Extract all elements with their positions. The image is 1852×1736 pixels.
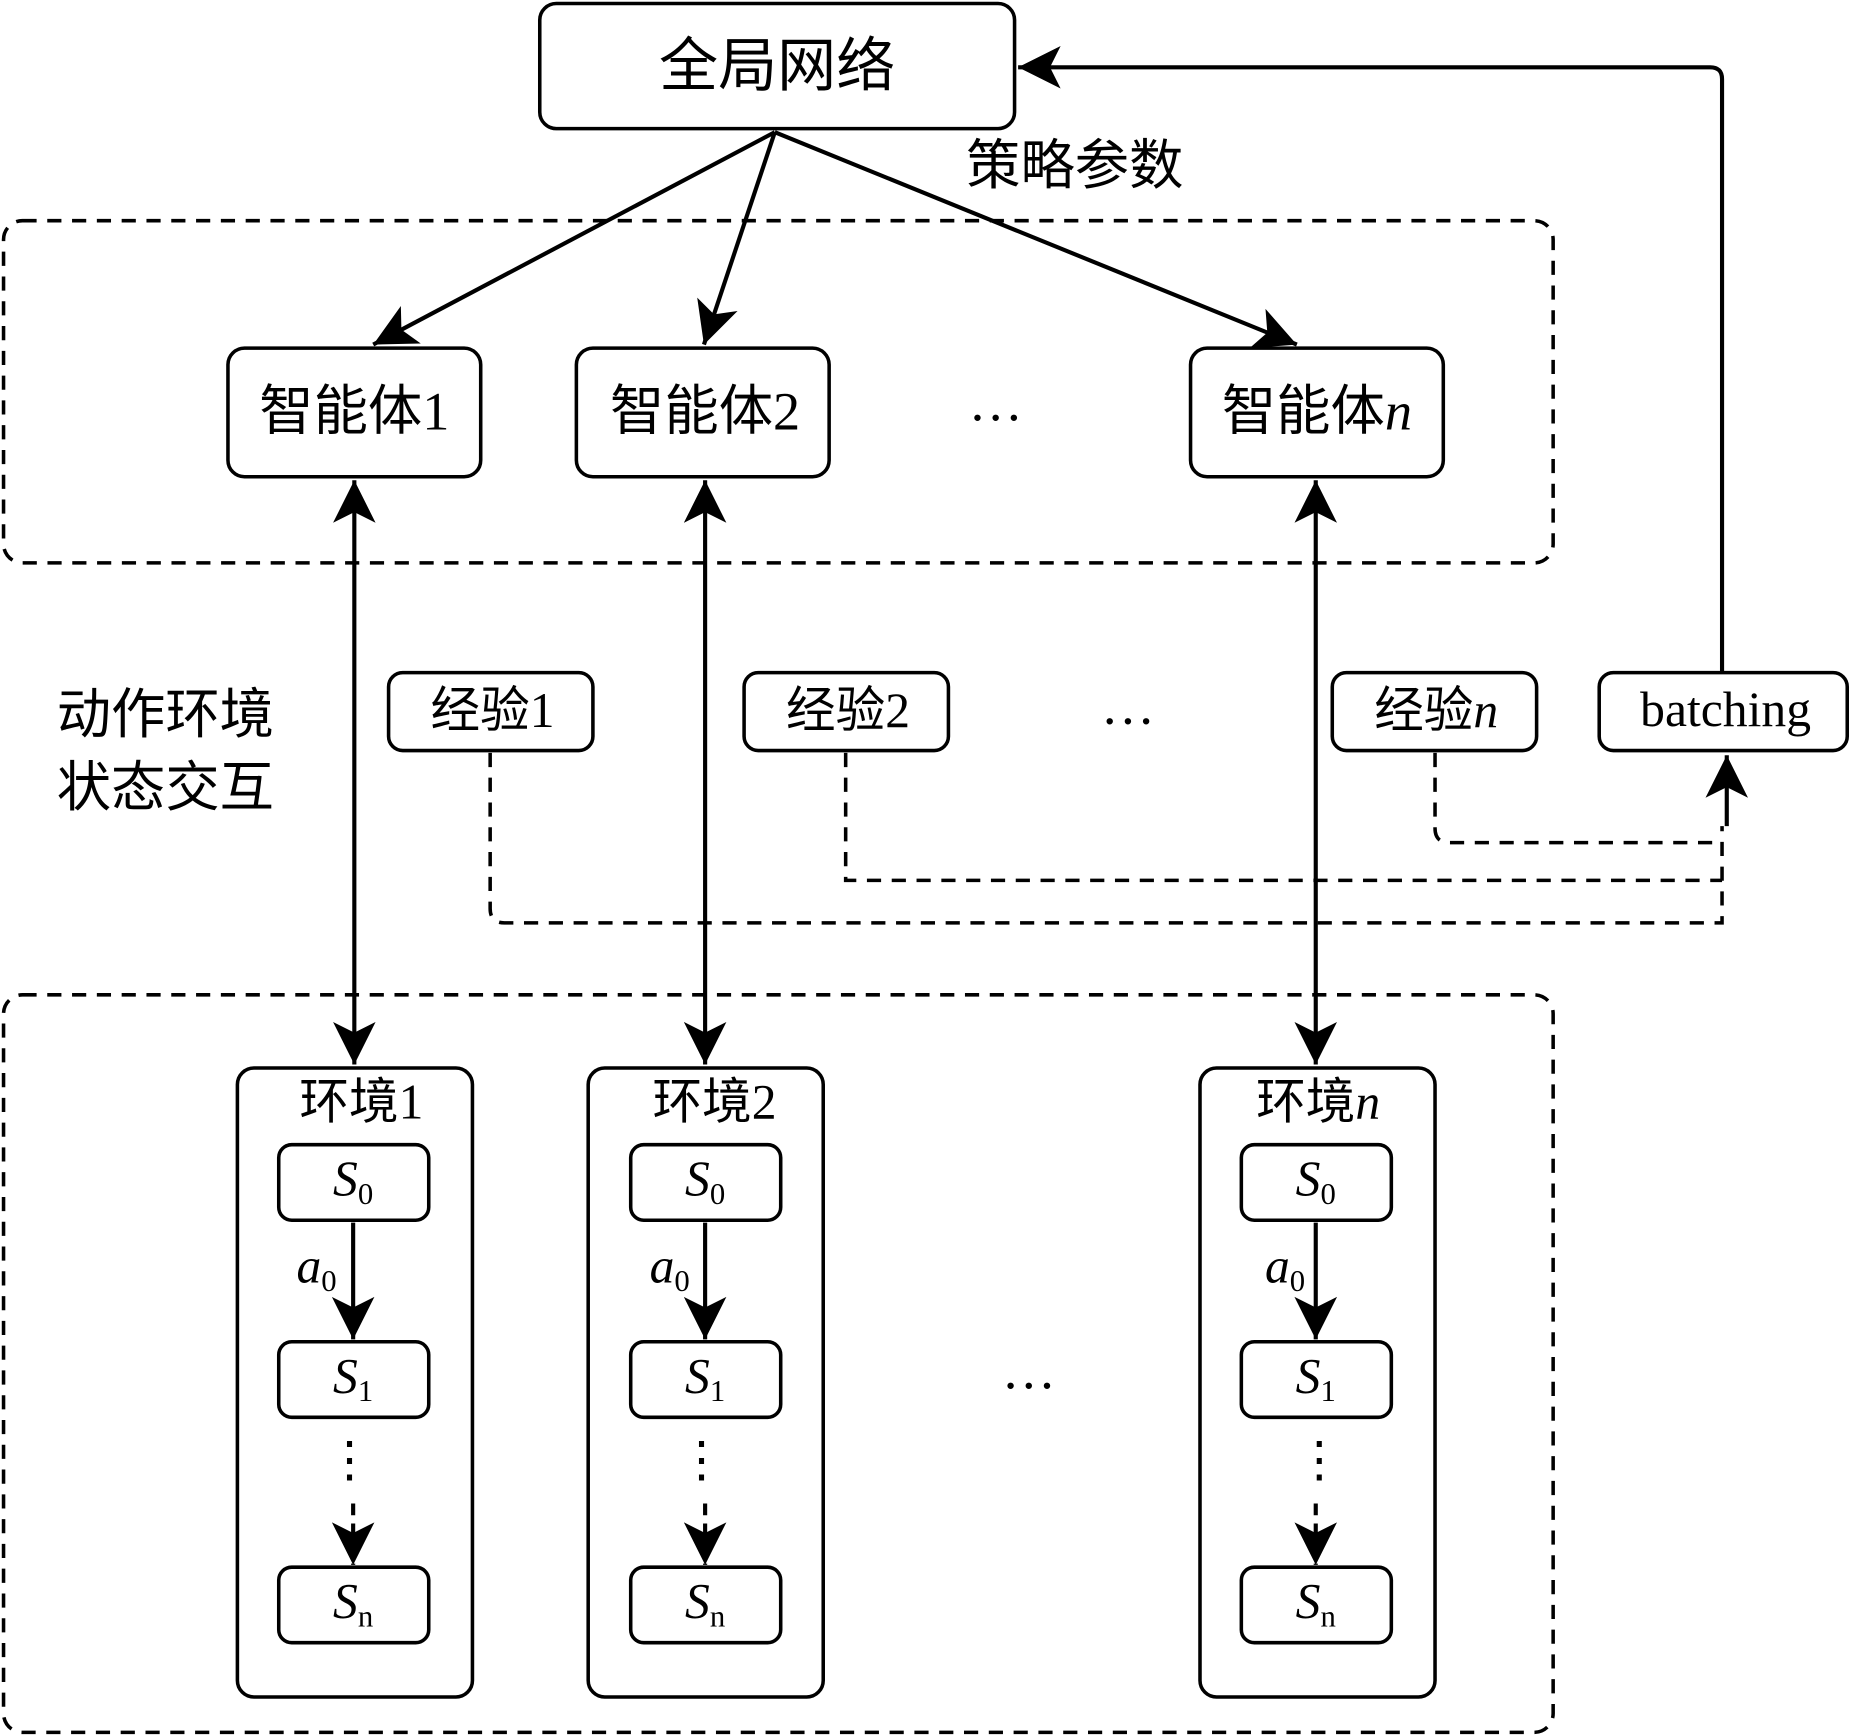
global-network-box xyxy=(537,1,1017,131)
experience-line-2 xyxy=(843,752,1723,883)
vertical-ellipsis: ⋮ xyxy=(1294,1433,1345,1489)
environment-ellipsis: … xyxy=(1001,1339,1056,1400)
state-label-s0: S0 xyxy=(333,1152,374,1211)
experience-label-n: 经验n xyxy=(1374,684,1499,739)
state-box-s1 xyxy=(276,1340,431,1420)
action-label: a0 xyxy=(1264,1240,1306,1299)
experience-ellipsis: … xyxy=(1100,675,1156,736)
state-box-s0 xyxy=(628,1142,783,1222)
experience-line-1 xyxy=(488,752,1724,925)
vertical-ellipsis: ⋮ xyxy=(676,1433,727,1489)
experience-box-2 xyxy=(742,670,951,753)
param-arrow-agent-n xyxy=(774,130,1298,349)
environment-group-border xyxy=(1,993,1555,1735)
param-arrow-agent-2 xyxy=(697,131,777,346)
agent-label-1: 智能体1 xyxy=(259,381,450,442)
action-label: a0 xyxy=(296,1240,337,1299)
environment-label-n: 环境n xyxy=(1256,1076,1381,1131)
agent-box-2 xyxy=(574,346,831,479)
agent-group-border xyxy=(1,218,1555,565)
environment-label-2: 环境2 xyxy=(652,1076,777,1131)
state-box-sn xyxy=(628,1565,783,1645)
state-box-s0 xyxy=(276,1142,431,1222)
state-box-s1 xyxy=(628,1340,783,1420)
global-network-label: 全局网络 xyxy=(659,33,896,100)
state-label-s1: S1 xyxy=(685,1349,726,1408)
environment-label-1: 环境1 xyxy=(299,1076,424,1131)
batching-to-global-arrow xyxy=(1018,46,1725,673)
agent-ellipsis: … xyxy=(968,371,1023,432)
experience-label-2: 经验2 xyxy=(786,684,911,739)
agent-box-1 xyxy=(226,346,483,479)
batching-label: batching xyxy=(1640,683,1811,738)
agent-label-2: 智能体2 xyxy=(610,381,801,442)
agent-label-n: 智能体n xyxy=(1221,381,1413,442)
state-label-s0: S0 xyxy=(685,1152,726,1211)
state-label-sn: Sn xyxy=(685,1575,726,1634)
experience-line-n xyxy=(1433,752,1723,845)
vertical-ellipsis: ⋮ xyxy=(324,1433,375,1489)
policy-params-label: 策略参数 xyxy=(966,135,1184,196)
state-box-s1 xyxy=(1239,1340,1394,1420)
param-arrow-agent-1 xyxy=(372,130,776,347)
interaction-label-line-2: 状态交互 xyxy=(56,757,275,818)
batching-box xyxy=(1597,670,1850,753)
experience-label-1: 经验1 xyxy=(430,684,555,739)
state-box-sn xyxy=(1239,1565,1394,1645)
action-label: a0 xyxy=(649,1240,690,1299)
state-label-sn: Sn xyxy=(1295,1575,1336,1634)
state-label-s0: S0 xyxy=(1295,1152,1336,1211)
state-label-sn: Sn xyxy=(333,1575,374,1634)
interaction-label-line-1: 动作环境 xyxy=(56,684,275,745)
state-label-s1: S1 xyxy=(1295,1349,1336,1408)
agent-box-n xyxy=(1188,346,1446,479)
state-box-s0 xyxy=(1239,1142,1394,1222)
state-box-sn xyxy=(276,1565,431,1645)
experience-box-n xyxy=(1330,670,1539,753)
experience-box-1 xyxy=(386,670,595,753)
state-label-s1: S1 xyxy=(333,1349,374,1408)
